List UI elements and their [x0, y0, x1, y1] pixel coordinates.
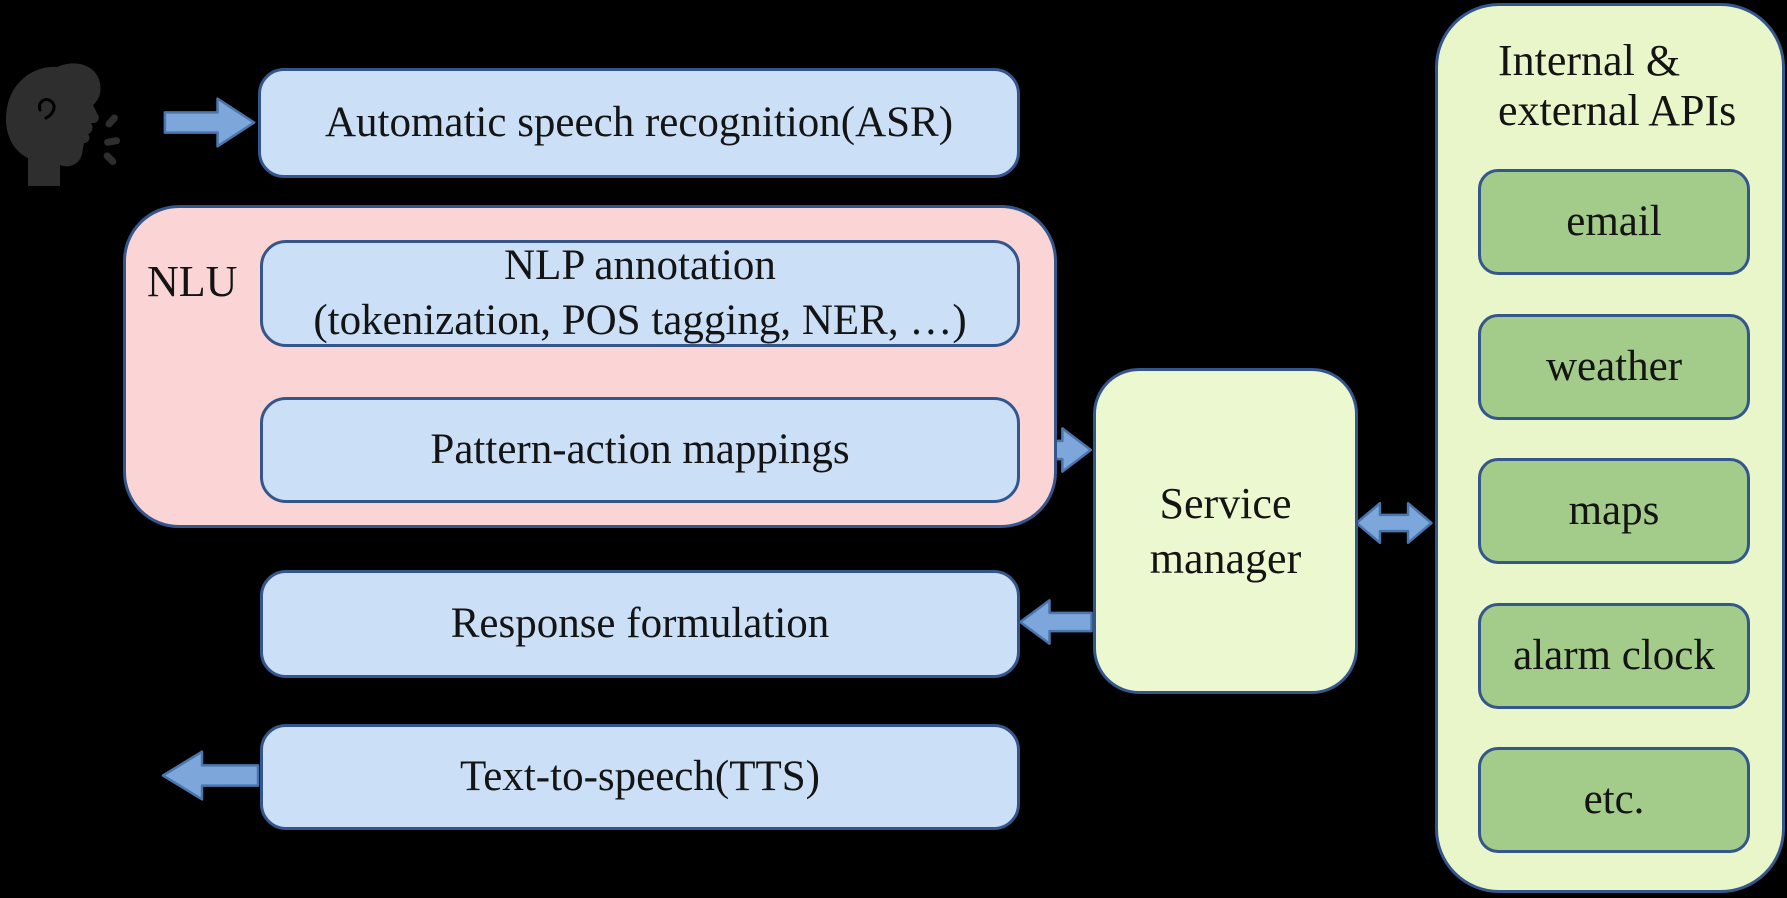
response-formulation-box: Response formulation — [260, 570, 1020, 678]
tts-output-arrow-icon — [160, 748, 260, 803]
service-api-double-arrow-icon — [1355, 496, 1433, 550]
api-item-etc-label: etc. — [1583, 775, 1645, 823]
asr-box: Automatic speech recognition(ASR) — [258, 68, 1020, 178]
service-manager-box: Service manager — [1093, 368, 1358, 694]
api-item-maps-label: maps — [1568, 486, 1660, 534]
api-item-maps: maps — [1478, 458, 1750, 564]
service-manager-label: Service manager — [1150, 476, 1301, 587]
api-item-alarm-clock: alarm clock — [1478, 603, 1750, 709]
speaking-person-icon — [0, 58, 132, 186]
api-panel: Internal & external APIs email weather m… — [1435, 3, 1785, 893]
service-manager-line2: manager — [1149, 534, 1302, 583]
nlu-label: NLU — [147, 257, 238, 306]
api-item-alarm-clock-label: alarm clock — [1513, 631, 1715, 679]
service-to-response-arrow-icon — [1018, 597, 1093, 647]
api-item-weather-label: weather — [1545, 342, 1683, 390]
api-panel-title-line1: Internal & — [1498, 36, 1681, 85]
response-formulation-label: Response formulation — [450, 599, 830, 647]
nlp-annotation-line1: NLP annotation — [504, 242, 776, 290]
tts-label: Text-to-speech(TTS) — [460, 752, 820, 800]
api-panel-title: Internal & external APIs — [1498, 36, 1736, 136]
service-manager-line1: Service — [1159, 478, 1292, 528]
tts-box: Text-to-speech(TTS) — [260, 724, 1020, 830]
pattern-action-mappings-box: Pattern-action mappings — [260, 397, 1020, 503]
asr-label: Automatic speech recognition(ASR) — [324, 98, 954, 146]
nlp-annotation-box: NLP annotation (tokenization, POS taggin… — [260, 240, 1020, 347]
pattern-action-mappings-label: Pattern-action mappings — [430, 425, 850, 473]
nlp-annotation-line2: (tokenization, POS tagging, NER, …) — [313, 296, 967, 344]
api-item-weather: weather — [1478, 314, 1750, 420]
api-item-email-label: email — [1566, 197, 1662, 245]
api-item-email: email — [1478, 169, 1750, 275]
api-panel-title-line2: external APIs — [1498, 86, 1737, 135]
api-item-etc: etc. — [1478, 747, 1750, 853]
speech-input-arrow-icon — [163, 95, 257, 150]
nlp-annotation-label: NLP annotation (tokenization, POS taggin… — [313, 239, 966, 347]
